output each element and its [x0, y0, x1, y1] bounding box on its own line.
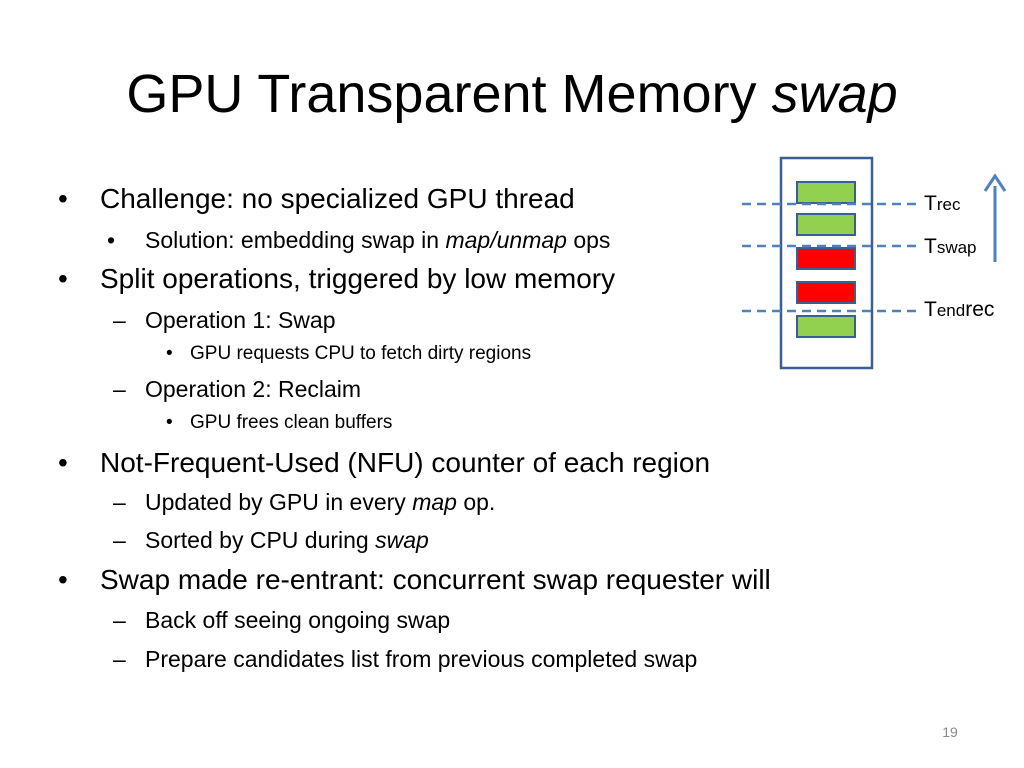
title-main-text: GPU Transparent Memory [126, 64, 772, 124]
memory-region-dirty-2 [796, 281, 856, 304]
memory-frame [779, 156, 874, 370]
title-italic-text: swap [771, 64, 898, 124]
label-t-swap: Tswap [924, 235, 977, 258]
memory-region-clean-2 [796, 213, 856, 236]
label-t-rec: Trec [924, 192, 961, 215]
arrow-up-icon [983, 173, 1007, 262]
label-t-endrec: Tendrec [924, 298, 995, 321]
memory-region-clean-1 [796, 181, 856, 204]
page-number: 19 [942, 724, 958, 740]
memory-region-dirty-1 [796, 247, 856, 270]
memory-region-clean-3 [796, 315, 856, 338]
slide-title: GPU Transparent Memory swap [0, 62, 1024, 126]
